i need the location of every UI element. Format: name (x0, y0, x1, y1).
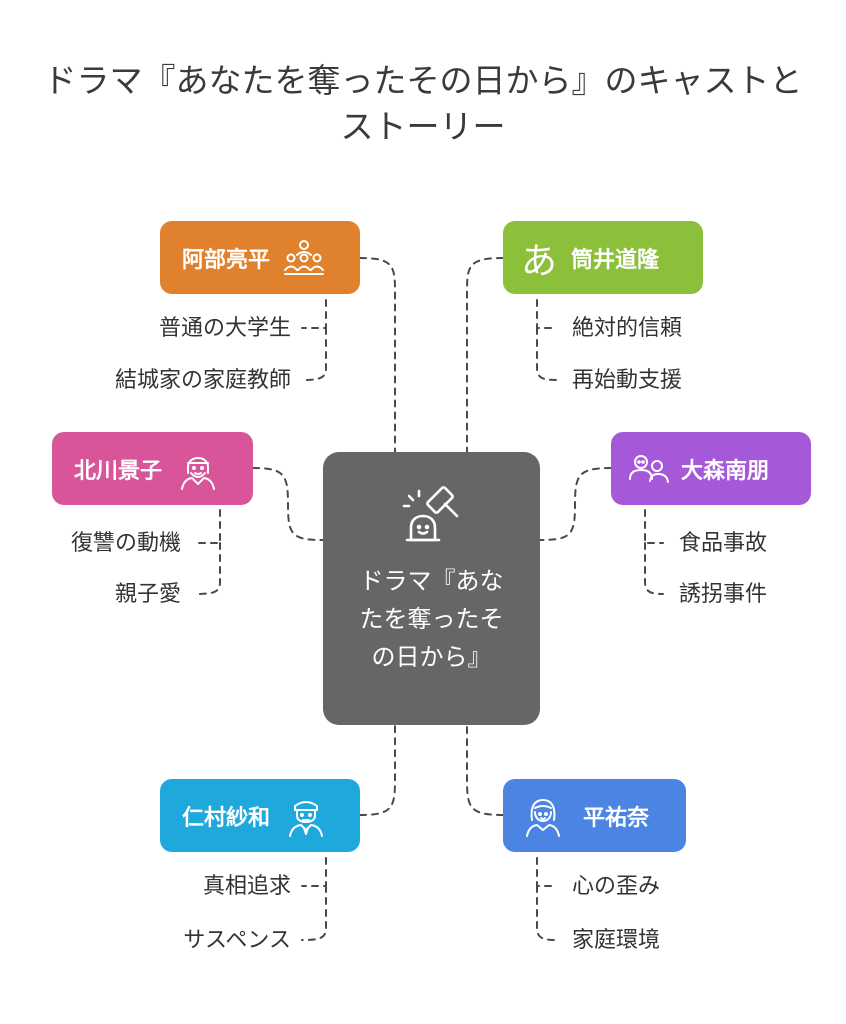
node-kitagawa: 北川景子 (52, 432, 253, 505)
center-label: ドラマ『あなたを奪ったその日から』 (359, 567, 504, 671)
node-label: 筒井道隆 (571, 247, 660, 273)
girl-icon (521, 794, 565, 838)
list-item: 食品事故 (679, 531, 768, 556)
list-item: 誘拐事件 (679, 582, 768, 607)
list-item: 親子愛 (114, 582, 181, 607)
node-nimura: 仁村紗和 (160, 779, 360, 852)
list-item: 心の歪み (572, 874, 661, 899)
woman-icon (176, 447, 220, 491)
node-taira: 平祐奈 (503, 779, 686, 852)
group-icon (282, 236, 326, 280)
center-topic: ドラマ『あなたを奪ったその日から』 (323, 452, 540, 725)
node-label: 北川景子 (74, 458, 163, 484)
node-label: 平祐奈 (583, 805, 650, 831)
page-title: ドラマ『あなたを奪ったその日から』のキャストとストーリー (43, 61, 803, 146)
list-item: 絶対的信頼 (572, 316, 683, 341)
hiragana-a-icon: あ (521, 240, 558, 282)
list-item: 真相追求 (202, 874, 291, 899)
list-item: 再始動支援 (572, 368, 683, 393)
list-item: 復讐の動機 (70, 531, 181, 556)
gavel-icon (399, 482, 465, 552)
node-label: 仁村紗和 (182, 805, 271, 831)
detective-icon (284, 794, 328, 838)
node-label: 大森南朋 (681, 458, 770, 484)
node-label: 阿部亮平 (182, 247, 271, 273)
list-item: サスペンス (183, 928, 291, 953)
node-abe: 阿部亮平 (160, 221, 360, 294)
node-tsutsui: あ 筒井道隆 (503, 221, 703, 294)
list-item: 家庭環境 (572, 928, 661, 953)
list-item: 普通の大学生 (158, 316, 291, 341)
node-omori: 大森南朋 (611, 432, 811, 505)
list-item: 結城家の家庭教師 (114, 368, 291, 393)
people-icon (627, 447, 671, 491)
